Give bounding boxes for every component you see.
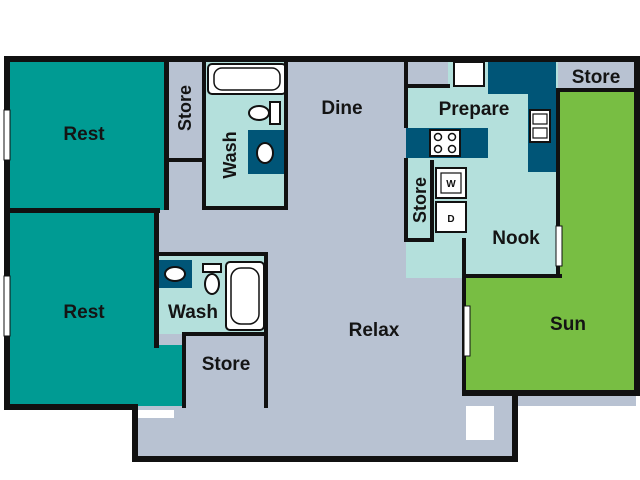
window — [3, 275, 11, 337]
bathtub-bottom-basin — [230, 267, 260, 325]
room-store-top-left — [168, 62, 204, 160]
burner-icon — [447, 144, 457, 154]
entry-door-notch — [466, 406, 494, 440]
wall-store-kitchen-bottom — [404, 238, 434, 242]
burner-icon — [433, 144, 443, 154]
washer-door — [440, 172, 462, 194]
label-rest-top: Rest — [63, 124, 105, 145]
wall-sun-kitchen — [556, 88, 560, 278]
room-store-top-right — [558, 62, 636, 90]
entry-wall-left — [132, 404, 138, 462]
sink-basin-icon — [532, 127, 548, 139]
wall-rest-top-right — [164, 60, 169, 210]
wall-store-kitchen-right — [430, 160, 434, 242]
entry-wall-right — [512, 390, 518, 462]
toilet-top-icon — [248, 105, 270, 121]
wall-store-top-right — [556, 88, 638, 92]
room-store-bottom — [186, 334, 266, 406]
outer-wall-bottom-right — [464, 390, 640, 396]
room-rest-bottom — [8, 212, 158, 406]
sink-basin-icon — [532, 113, 548, 125]
burner-icon — [447, 132, 457, 142]
dryer-mark: D — [447, 214, 454, 225]
wall-store-bottom-top — [184, 332, 268, 336]
wall-wash-left — [202, 60, 206, 210]
toilet-bottom-tank — [202, 263, 222, 273]
label-sun: Sun — [550, 314, 586, 335]
wall-kitchen-entry — [404, 84, 450, 88]
bathtub-top-basin — [213, 67, 281, 91]
room-rest-top — [8, 60, 166, 210]
wall-store-bottom-left — [182, 332, 186, 408]
outer-wall-bottom-left — [4, 404, 138, 410]
label-store-bottom: Store — [202, 354, 251, 375]
window — [463, 305, 471, 357]
outer-wall-top — [4, 56, 640, 62]
burner-icon — [433, 132, 443, 142]
label-dine: Dine — [321, 98, 362, 119]
outer-wall-left — [4, 56, 10, 410]
wall-kitchen-left — [404, 60, 408, 128]
entry-area — [136, 400, 516, 458]
wall-wash-bottom — [202, 206, 288, 210]
room-rest-bottom-ext — [156, 345, 186, 406]
label-prepare: Prepare — [439, 99, 510, 120]
label-store-kitchen: Store — [410, 177, 430, 223]
label-nook: Nook — [492, 228, 540, 249]
entry-wall-bottom — [132, 456, 518, 462]
label-store-top-right: Store — [572, 67, 621, 88]
sink-bottom-icon — [164, 266, 186, 282]
window — [3, 109, 11, 161]
room-sun — [466, 90, 636, 392]
refrigerator-icon — [453, 61, 485, 87]
entry-gap-left — [138, 410, 174, 418]
label-wash-top: Wash — [220, 131, 240, 178]
stove-icon — [429, 129, 461, 157]
sink-top-icon — [256, 142, 274, 164]
label-store-top-left: Store — [175, 85, 195, 131]
washer-mark: W — [446, 179, 456, 190]
wall-rest-bottom-right — [154, 212, 159, 348]
wall-sun-top — [462, 274, 562, 278]
wall-rest-divider — [8, 208, 160, 213]
window — [555, 225, 563, 267]
wall-store-bottom — [166, 158, 206, 162]
wall-kitchen-left-lower — [404, 158, 408, 242]
label-relax: Relax — [349, 320, 400, 341]
label-rest-bottom: Rest — [63, 302, 105, 323]
toilet-top-tank — [269, 101, 281, 125]
toilet-bottom-icon — [204, 273, 220, 295]
dryer-icon — [435, 201, 467, 233]
wall-wash-bottom-top — [154, 252, 268, 256]
label-wash-bottom: Wash — [168, 302, 218, 323]
outer-wall-right — [634, 56, 640, 396]
wall-wash-right — [284, 60, 288, 210]
kitchen-entry — [408, 62, 448, 86]
wall-store-bottom-right — [264, 252, 268, 408]
